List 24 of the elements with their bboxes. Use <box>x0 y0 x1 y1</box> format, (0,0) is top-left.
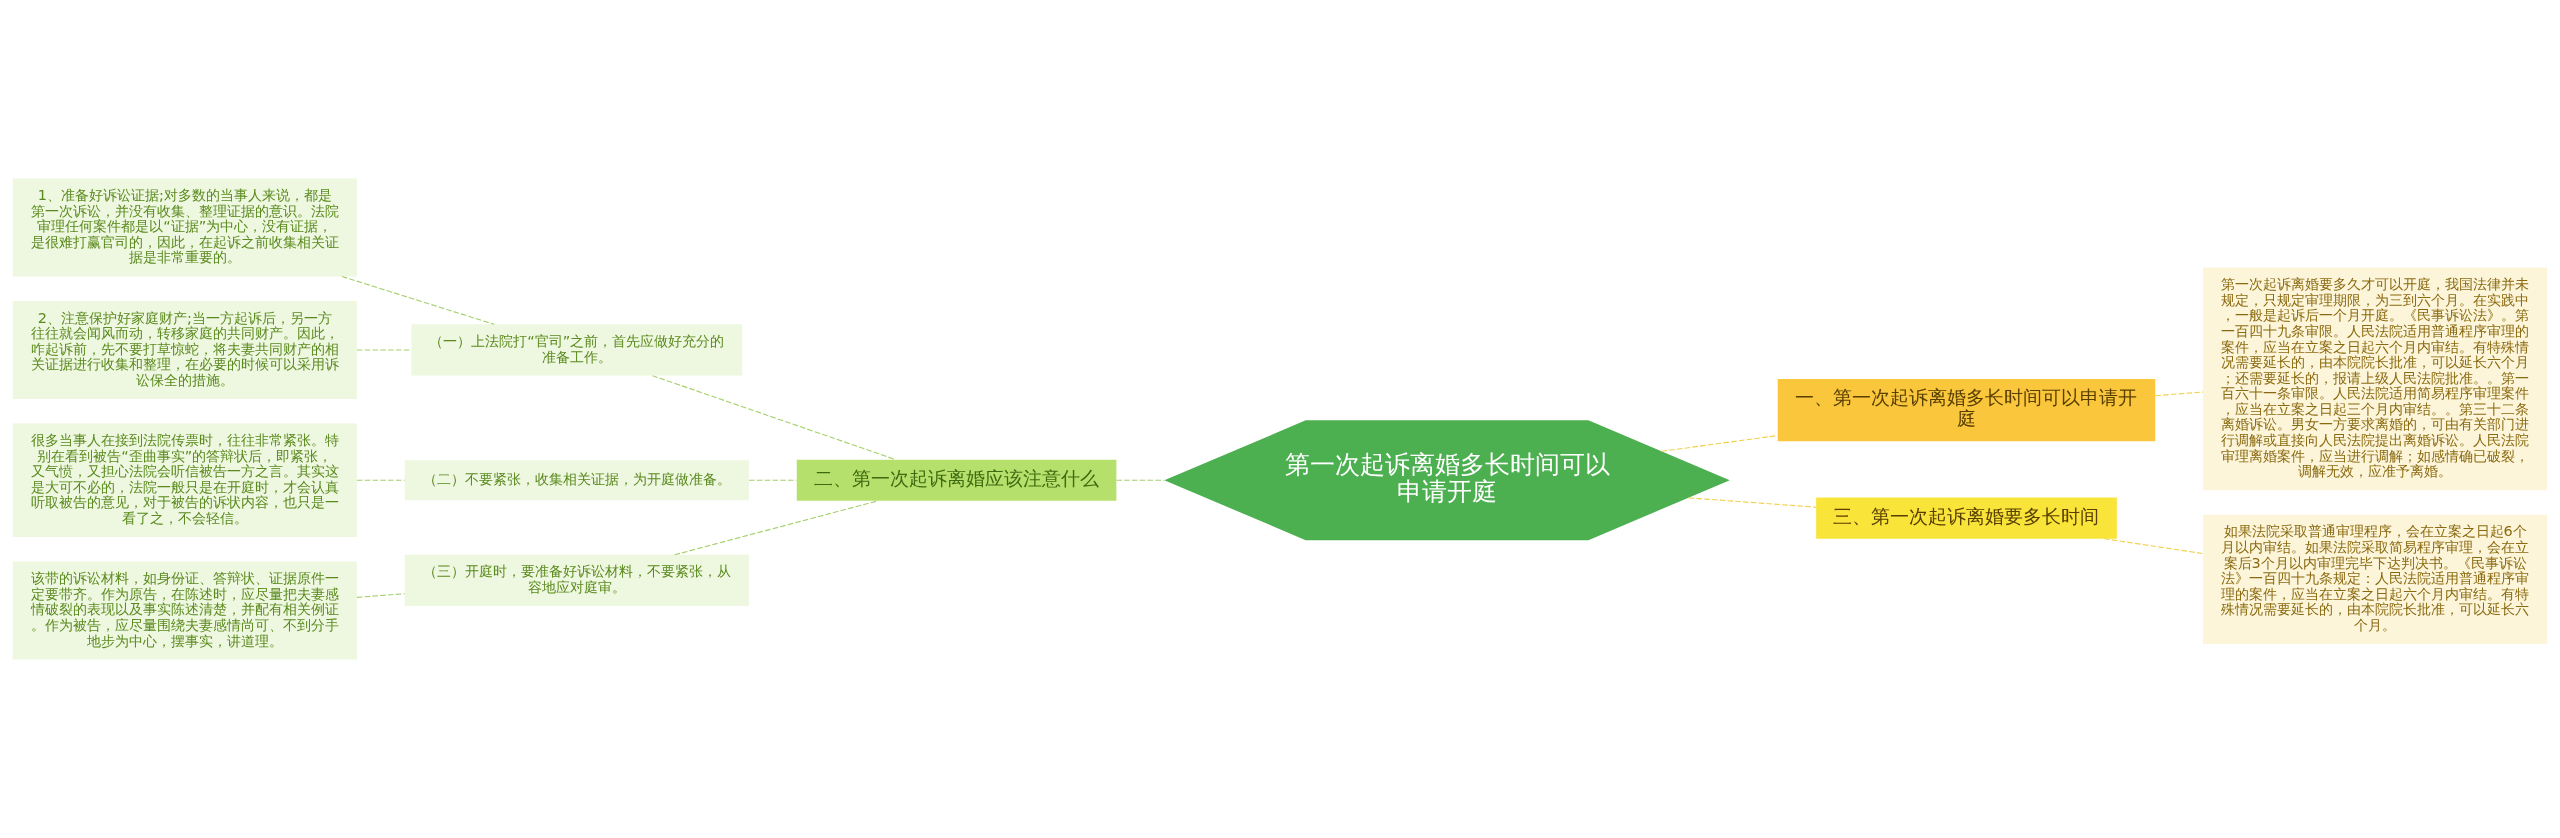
node-box: 二、第一次起诉离婚应该注意什么 <box>796 459 1117 501</box>
connector <box>651 375 897 461</box>
node-box: （三）开庭时，要准备好诉讼材料，不要紧张，从容地应对庭审。 <box>404 554 749 607</box>
node-box: 一、第一次起诉离婚多长时间可以申请开庭 <box>1777 378 2156 442</box>
connector <box>341 275 495 325</box>
connector <box>356 479 406 481</box>
connector <box>748 479 798 481</box>
node-box: 2、注意保护好家庭财产;当一方起诉后，另一方往往就会闻风而动，转移家庭的共同财产。因此，咋起诉前，先不要打草惊蛇，将夫妻共同财产的相关证据进行收集和整理，在必要的时候可以采用诉讼保全的措施。 <box>12 300 357 399</box>
node-box: 第一次起诉离婚要多久才可以开庭，我国法律并未规定，只规定审理期限，为三到六个月。在实践中，一般是起诉后一个月开庭。《民事诉讼法》。第一百四十九条审限。人民法院适用普通程序审理的案件，应当在立案之日起六个月内审结。有特殊情况需要延长的，由本院院长批准，可以延长六个月；还需要延长的，报请上级人民法院批准。。第一百六十一条审限。人民法院适用简易程序审理案件，应当在立案之日起三个月内审结。。第三十二条离婚诉讼。男女一方要求离婚的，可由有关部门进行调解或直接向人民法院提出离婚诉讼。人民法院审理离婚案件，应当进行调解；如感情确已破裂，调解无效，应准予离婚。 <box>2203 267 2548 491</box>
node-box: 1、准备好诉讼证据;对多数的当事人来说，都是第一次诉讼，并没有收集、整理证据的意识。法院审理任何案件都是以“证据”为中心，没有证据，是很难打赢官司的，因此，在起诉之前收集相关证据是非常重要的。 <box>12 178 357 277</box>
connector <box>1688 497 1817 508</box>
connector <box>1116 479 1165 481</box>
connector <box>356 349 412 351</box>
node-box: （二）不要紧张，收集相关证据，为开庭做准备。 <box>404 460 749 501</box>
connector <box>2154 391 2204 397</box>
node-box: 很多当事人在接到法院传票时，往往非常紧张。特别在看到被告“歪曲事实”的答辩状后，即紧张，又气愤，又担心法院会听信被告一方之言。其实这是大可不必的，法院一般只是在开庭时，才会认真听取被告的意见，对于被告的诉状内容，也只是一看了之，不会轻信。 <box>12 423 357 538</box>
connector <box>674 500 879 556</box>
node-box: （一）上法院打“官司”之前，首先应做好充分的准备工作。 <box>411 324 743 376</box>
node-box: 三、第一次起诉离婚要多长时间 <box>1816 497 2117 539</box>
connector <box>1660 435 1779 452</box>
connector <box>356 593 406 598</box>
node-box: 如果法院采取普通审理程序，会在立案之日起6个月以内审结。如果法院采取简易程序审理，会在立案后3个月以内审理完毕下达判决书。《民事诉讼法》一百四十九条规定：人民法院适用普通程序审理的案件，应当在立案之日起六个月内审结。有特殊情况需要延长的，由本院院长批准，可以延长六个月。 <box>2203 514 2548 644</box>
node-box: 该带的诉讼材料，如身份证、答辩状、证据原件一定要带齐。作为原告，在陈述时，应尽量把夫妻感情破裂的表现以及事实陈述清楚，并配有相关例证。作为被告，应尽量围绕夫妻感情尚可、不到分手地步为中心，摆事实，讲道理。 <box>12 561 357 660</box>
connector <box>2103 538 2204 555</box>
